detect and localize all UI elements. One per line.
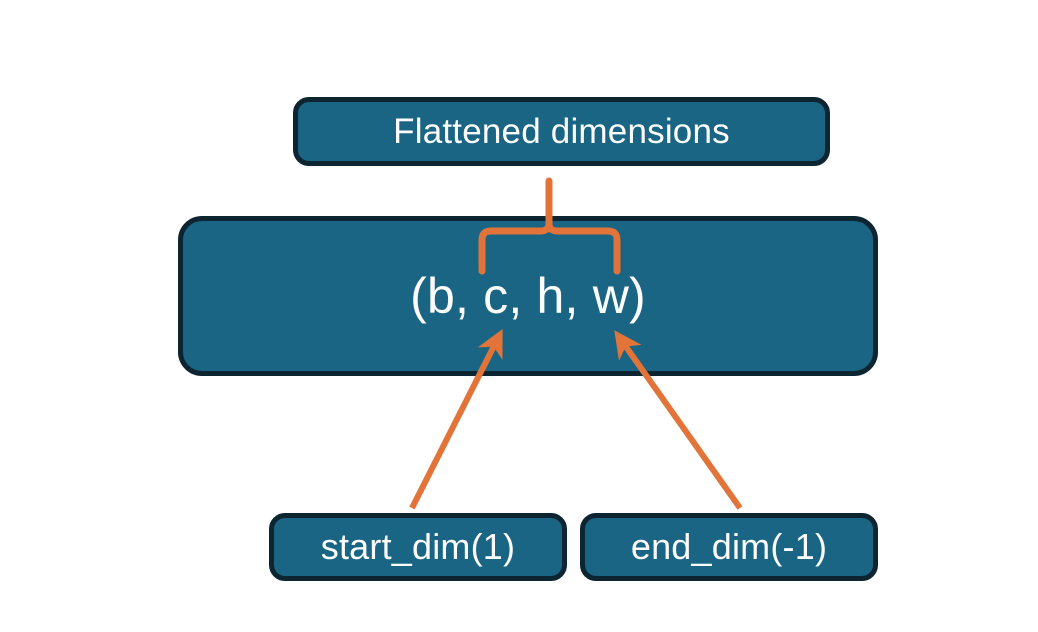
end-dim-box[interactable]: end_dim(-1) — [580, 513, 878, 581]
tensor-shape-label: (b, c, h, w) — [410, 268, 646, 324]
flattened-dimensions-box[interactable]: Flattened dimensions — [293, 97, 830, 166]
tensor-shape-box[interactable]: (b, c, h, w) — [178, 216, 878, 376]
end-dim-label: end_dim(-1) — [630, 526, 828, 567]
flattened-dimensions-label: Flattened dimensions — [393, 111, 730, 151]
start-dim-box[interactable]: start_dim(1) — [269, 513, 567, 581]
start-dim-label: start_dim(1) — [320, 526, 516, 567]
